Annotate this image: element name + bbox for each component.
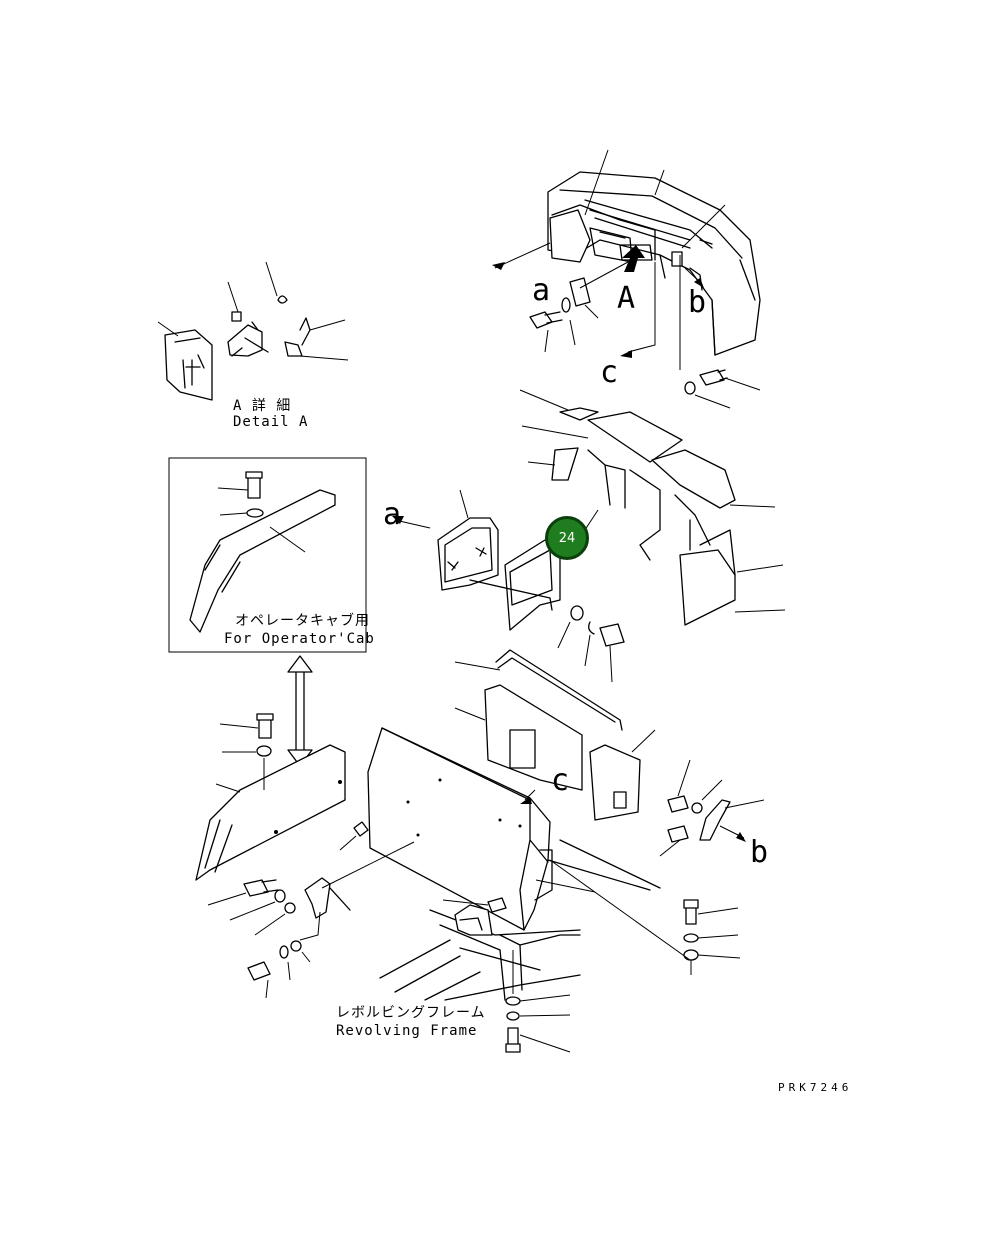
view-letter-c-top: c <box>600 355 619 390</box>
lower-frame-assembly <box>195 649 765 1053</box>
double-arrow <box>287 655 313 767</box>
detail-a-label-en: Detail A <box>233 414 309 430</box>
detail-a-drawing <box>157 261 349 401</box>
view-letter-c-low: c <box>551 763 570 798</box>
part-callout-badge[interactable]: 24 <box>545 516 589 560</box>
view-letter-a-mid: a <box>383 497 402 532</box>
view-letter-b-top: b <box>688 285 707 320</box>
operator-cab-label-en: For Operator'Cab <box>224 631 375 647</box>
view-letter-b-low: b <box>750 835 769 870</box>
detail-a-label-jp: A 詳 細 <box>233 398 292 414</box>
view-letter-A-top: A <box>617 281 636 316</box>
revolving-frame-label-jp: レボルビングフレーム <box>336 1005 486 1021</box>
part-callout-number: 24 <box>558 530 576 546</box>
revolving-frame-label-en: Revolving Frame <box>336 1023 478 1039</box>
drawing-code: PRK7246 <box>778 1081 853 1094</box>
view-letter-a-top: a <box>532 273 551 308</box>
operator-cab-box <box>168 457 367 653</box>
top-cover-assembly <box>492 149 761 409</box>
operator-cab-label-jp: オペレータキャブ用 <box>235 613 370 629</box>
